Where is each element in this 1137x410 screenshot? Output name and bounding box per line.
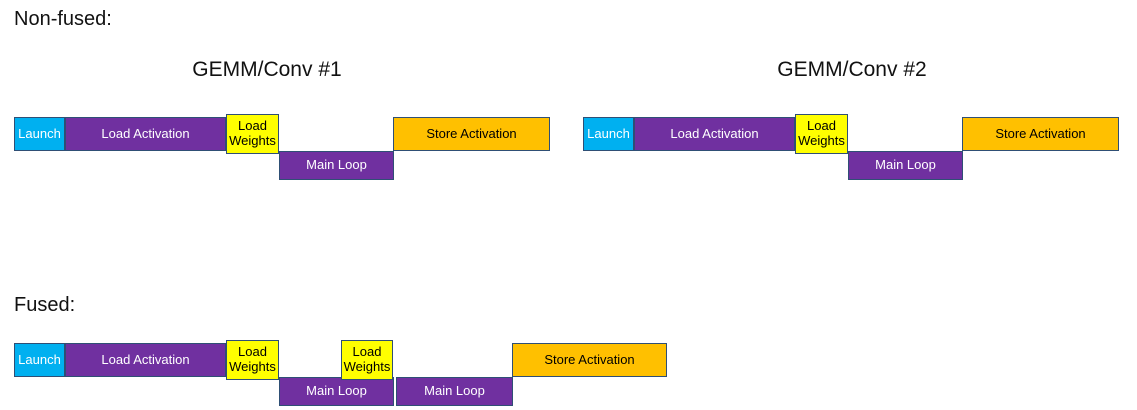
fused-load-weights-2-block: Load Weights — [341, 340, 393, 380]
nonfused-g2-main-loop-block: Main Loop — [848, 151, 963, 180]
nonfused-g1-load-activation-block: Load Activation — [65, 117, 226, 151]
nonfused-g1-launch-block: Launch — [14, 117, 65, 151]
nonfused-g1-main-loop-block: Main Loop — [279, 151, 394, 180]
nonfused-g1-load-weights-block: Load Weights — [226, 114, 279, 154]
non-fused-section-label: Non-fused: — [14, 8, 112, 30]
nonfused-g2-launch-block: Launch — [583, 117, 634, 151]
nonfused-g2-load-activation-block: Load Activation — [634, 117, 795, 151]
fused-section-label: Fused: — [14, 294, 76, 316]
nonfused-g2-store-activation-block: Store Activation — [962, 117, 1119, 151]
fused-main-loop-2-block: Main Loop — [396, 377, 513, 406]
nonfused-g2-load-weights-block: Load Weights — [795, 114, 848, 154]
gemm-conv-2-title: GEMM/Conv #2 — [777, 58, 927, 81]
fused-load-weights-1-block: Load Weights — [226, 340, 279, 380]
gemm-conv-1-title: GEMM/Conv #1 — [192, 58, 342, 81]
nonfused-g1-store-activation-block: Store Activation — [393, 117, 550, 151]
fused-launch-block: Launch — [14, 343, 65, 377]
fused-load-activation-block: Load Activation — [65, 343, 226, 377]
fused-store-activation-block: Store Activation — [512, 343, 667, 377]
fused-main-loop-1-block: Main Loop — [279, 377, 394, 406]
